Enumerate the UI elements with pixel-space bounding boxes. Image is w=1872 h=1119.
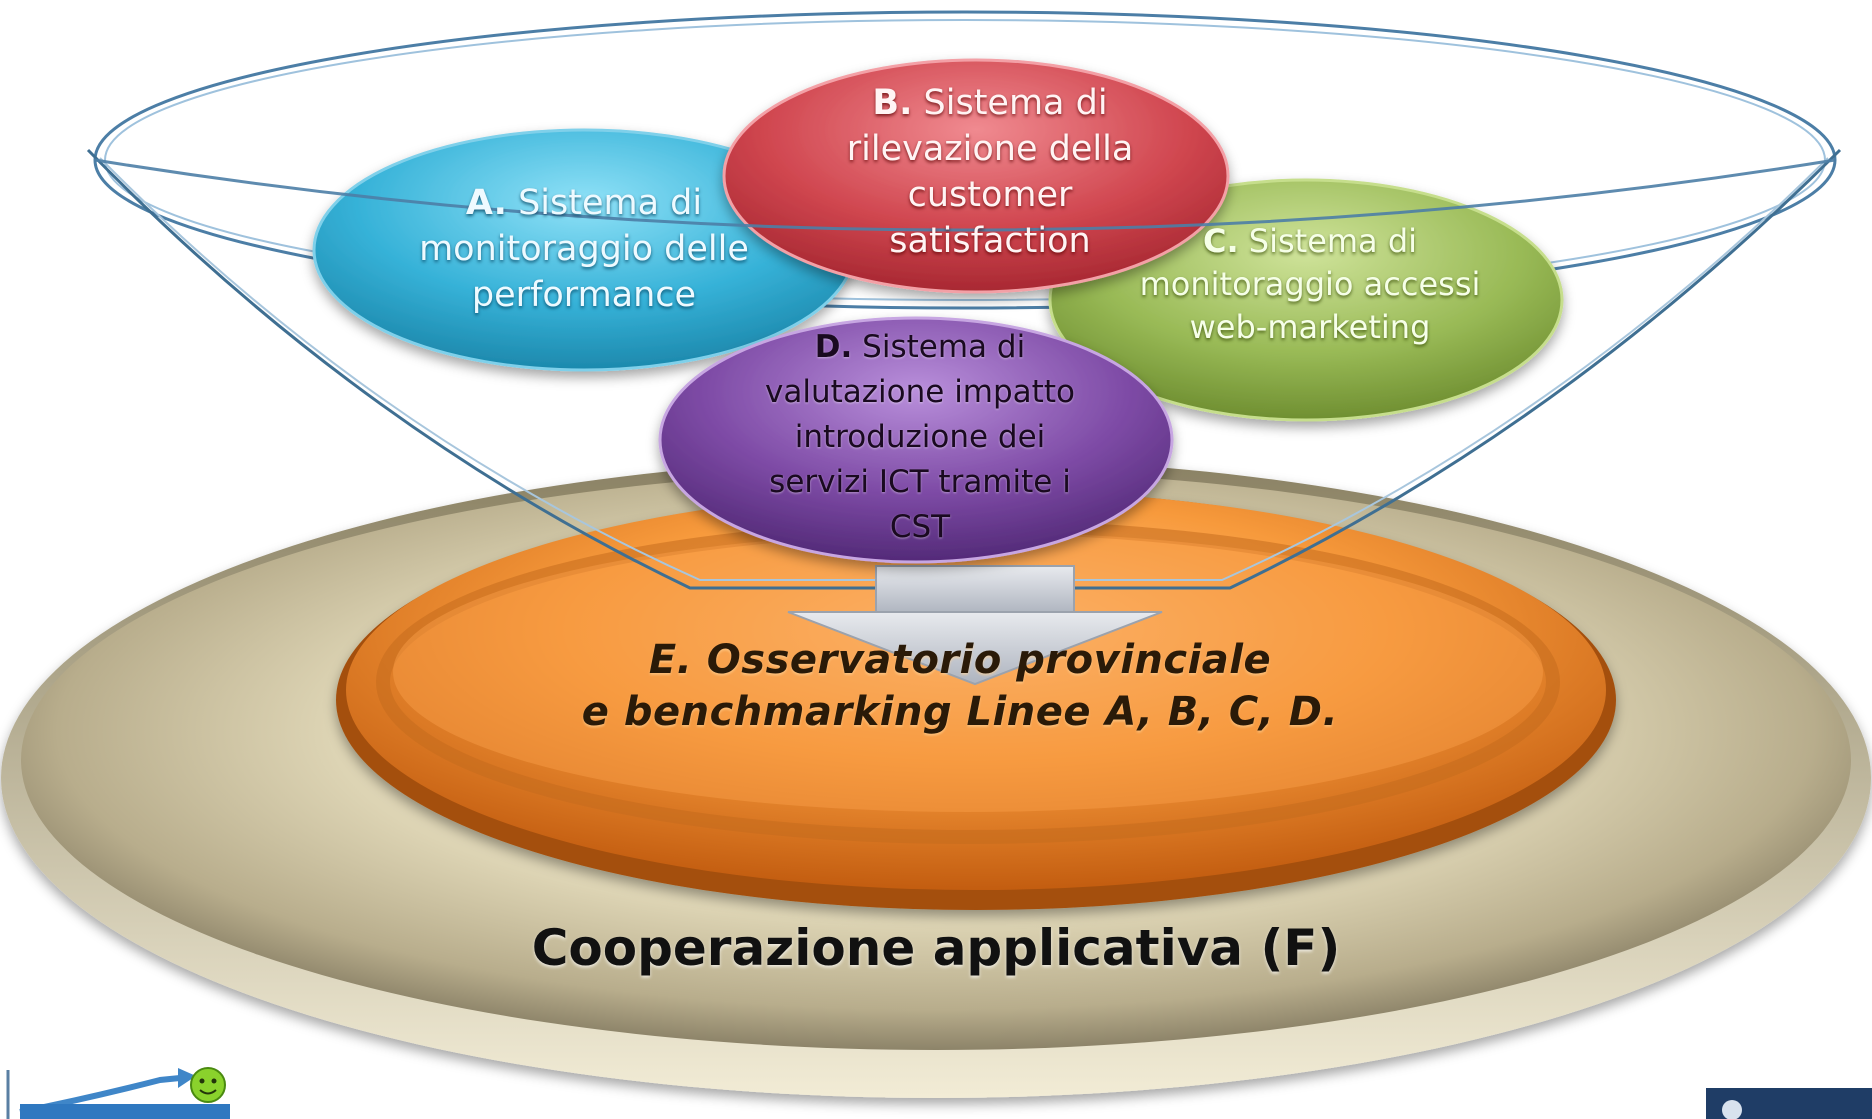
growth-chart-logo-icon [6,1067,230,1119]
node-b-line-4: satisfaction [889,221,1091,261]
observatory-line-1: E. Osservatorio provinciale [648,637,1272,683]
base-label-text: Cooperazione applicativa (F) [531,919,1341,977]
node-c-line-3: web-marketing [1189,308,1431,346]
observatory-label: E. Osservatorio provinciale e benchmarki… [440,634,1480,738]
node-a-line-2: monitoraggio delle [419,229,749,269]
down-arrow-icon [787,565,1163,686]
node-d-shape [658,316,1174,564]
funnel-front-rim [94,158,1836,232]
node-a-label: A. Sistema di monitoraggio delle perform… [294,180,874,318]
node-b-shape [722,58,1230,294]
node-b-label: B. Sistema di rilevazione della customer… [720,80,1260,264]
node-b-line-2: rilevazione della [846,129,1134,169]
node-d-label: D. Sistema di valutazione impatto introd… [700,325,1140,550]
node-c-line-1: Sistema di [1248,222,1418,260]
node-b-letter: B. [872,83,913,123]
node-a-line-3: performance [471,275,697,315]
node-b-line-1: Sistema di [923,83,1108,123]
node-b-line-3: customer [907,175,1073,215]
node-c-label: C. Sistema di monitoraggio accessi web-m… [1080,220,1540,349]
base-label: Cooperazione applicativa (F) [436,918,1436,978]
institution-logo-icon [1706,1088,1872,1119]
node-a-letter: A. [465,183,507,223]
node-d-line-5: CST [889,509,951,545]
node-a-line-1: Sistema di [518,183,703,223]
node-d-line-4: servizi ICT tramite i [769,464,1071,500]
observatory-line-2: e benchmarking Linee A, B, C, D. [581,689,1339,735]
node-d-line-1: Sistema di [862,329,1026,365]
node-d-line-2: valutazione impatto [765,374,1075,410]
node-d-line-3: introduzione dei [794,419,1046,455]
node-d-letter: D. [814,329,853,365]
node-c-letter: C. [1202,222,1239,260]
node-c-line-2: monitoraggio accessi [1139,265,1481,303]
observatory-plate [336,490,1616,910]
